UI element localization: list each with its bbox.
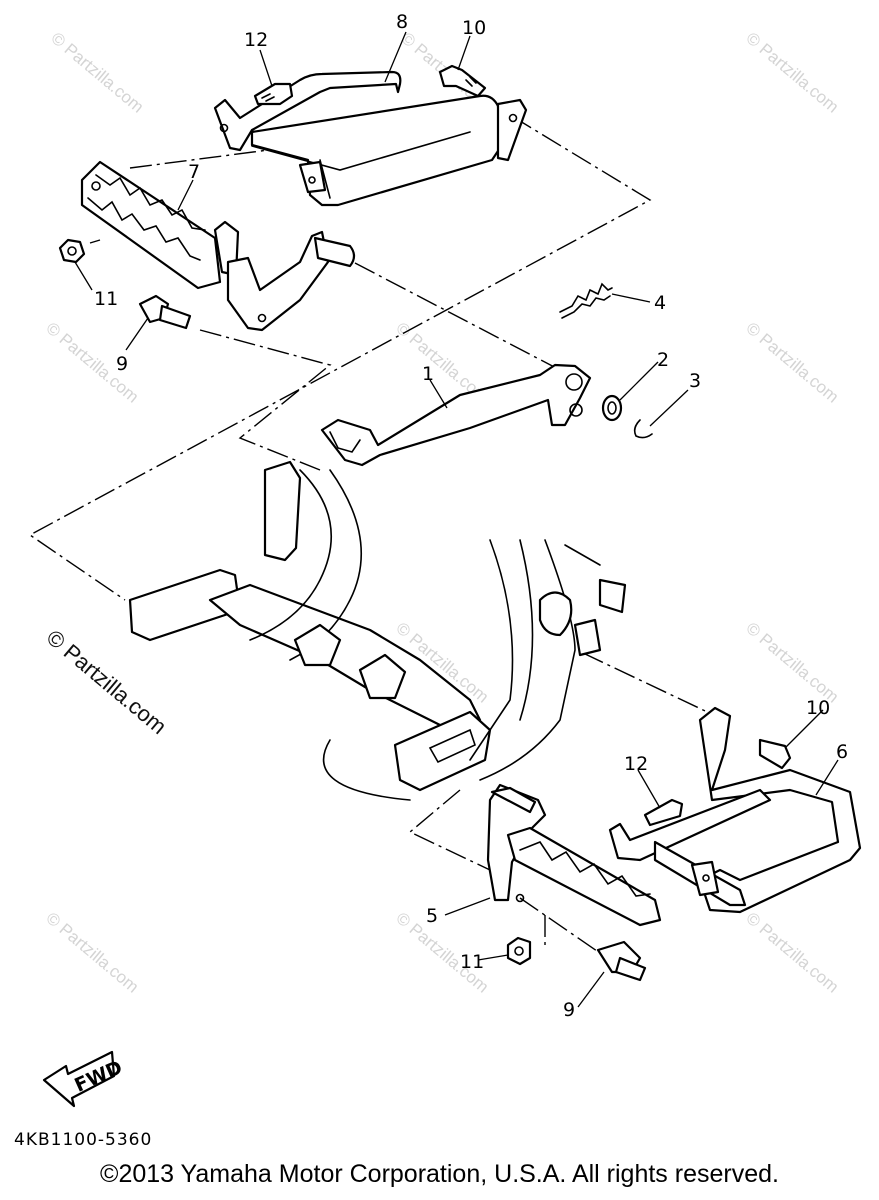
callout-7: 7 xyxy=(188,161,200,183)
watermark: © Partzilla.com xyxy=(42,909,142,997)
callout-10: 10 xyxy=(462,17,486,39)
bolt-9-lower xyxy=(596,940,647,982)
watermark: © Partzilla.com xyxy=(742,909,842,997)
lower-footrest-bracket xyxy=(608,706,862,914)
callout-12: 12 xyxy=(244,29,268,51)
callout-leaders xyxy=(74,31,839,1008)
watermark: © Partzilla.com xyxy=(742,619,842,707)
bolt-9-upper xyxy=(138,294,192,330)
upper-footrest-arm xyxy=(226,230,356,332)
fwd-arrow: FWD xyxy=(42,1050,126,1108)
callout-labels: 8 10 12 7 11 9 4 1 2 3 10 6 12 5 11 9 xyxy=(94,11,848,1021)
copyright-notice: ©2013 Yamaha Motor Corporation, U.S.A. A… xyxy=(100,1160,779,1188)
bolt-12-lower xyxy=(643,798,684,827)
watermark-large: © Partzilla.com xyxy=(42,625,172,739)
frame xyxy=(128,460,627,801)
brake-pedal xyxy=(320,363,592,467)
callout-8: 8 xyxy=(396,11,408,33)
callout-9-lower: 9 xyxy=(563,999,575,1021)
watermark: © Partzilla.com xyxy=(47,29,147,117)
watermark: © Partzilla.com xyxy=(742,319,842,407)
clip xyxy=(633,419,653,439)
watermark: © Partzilla.com xyxy=(742,29,842,117)
diagram-code: 4KB1100-5360 xyxy=(14,1130,153,1150)
callout-10-lower: 10 xyxy=(806,697,830,719)
callout-12-lower: 12 xyxy=(624,753,648,775)
bolt-upper-right xyxy=(438,64,487,98)
callout-3: 3 xyxy=(689,370,701,392)
callout-1: 1 xyxy=(422,363,434,385)
bolt-upper-left xyxy=(253,82,294,106)
nut-upper xyxy=(58,238,86,264)
upper-footrest xyxy=(80,160,240,290)
callout-11: 11 xyxy=(94,288,118,310)
washer xyxy=(601,394,623,422)
lower-footrest xyxy=(486,783,662,927)
callout-2: 2 xyxy=(657,349,669,371)
bolt-10-lower xyxy=(758,738,792,770)
callout-5: 5 xyxy=(426,905,438,927)
callout-9: 9 xyxy=(116,353,128,375)
spring xyxy=(559,282,613,319)
upper-footrest-bracket xyxy=(213,70,528,207)
nut-11-lower xyxy=(506,936,532,966)
callout-6: 6 xyxy=(836,741,848,763)
callout-11-lower: 11 xyxy=(460,951,484,973)
callout-4: 4 xyxy=(654,292,666,314)
